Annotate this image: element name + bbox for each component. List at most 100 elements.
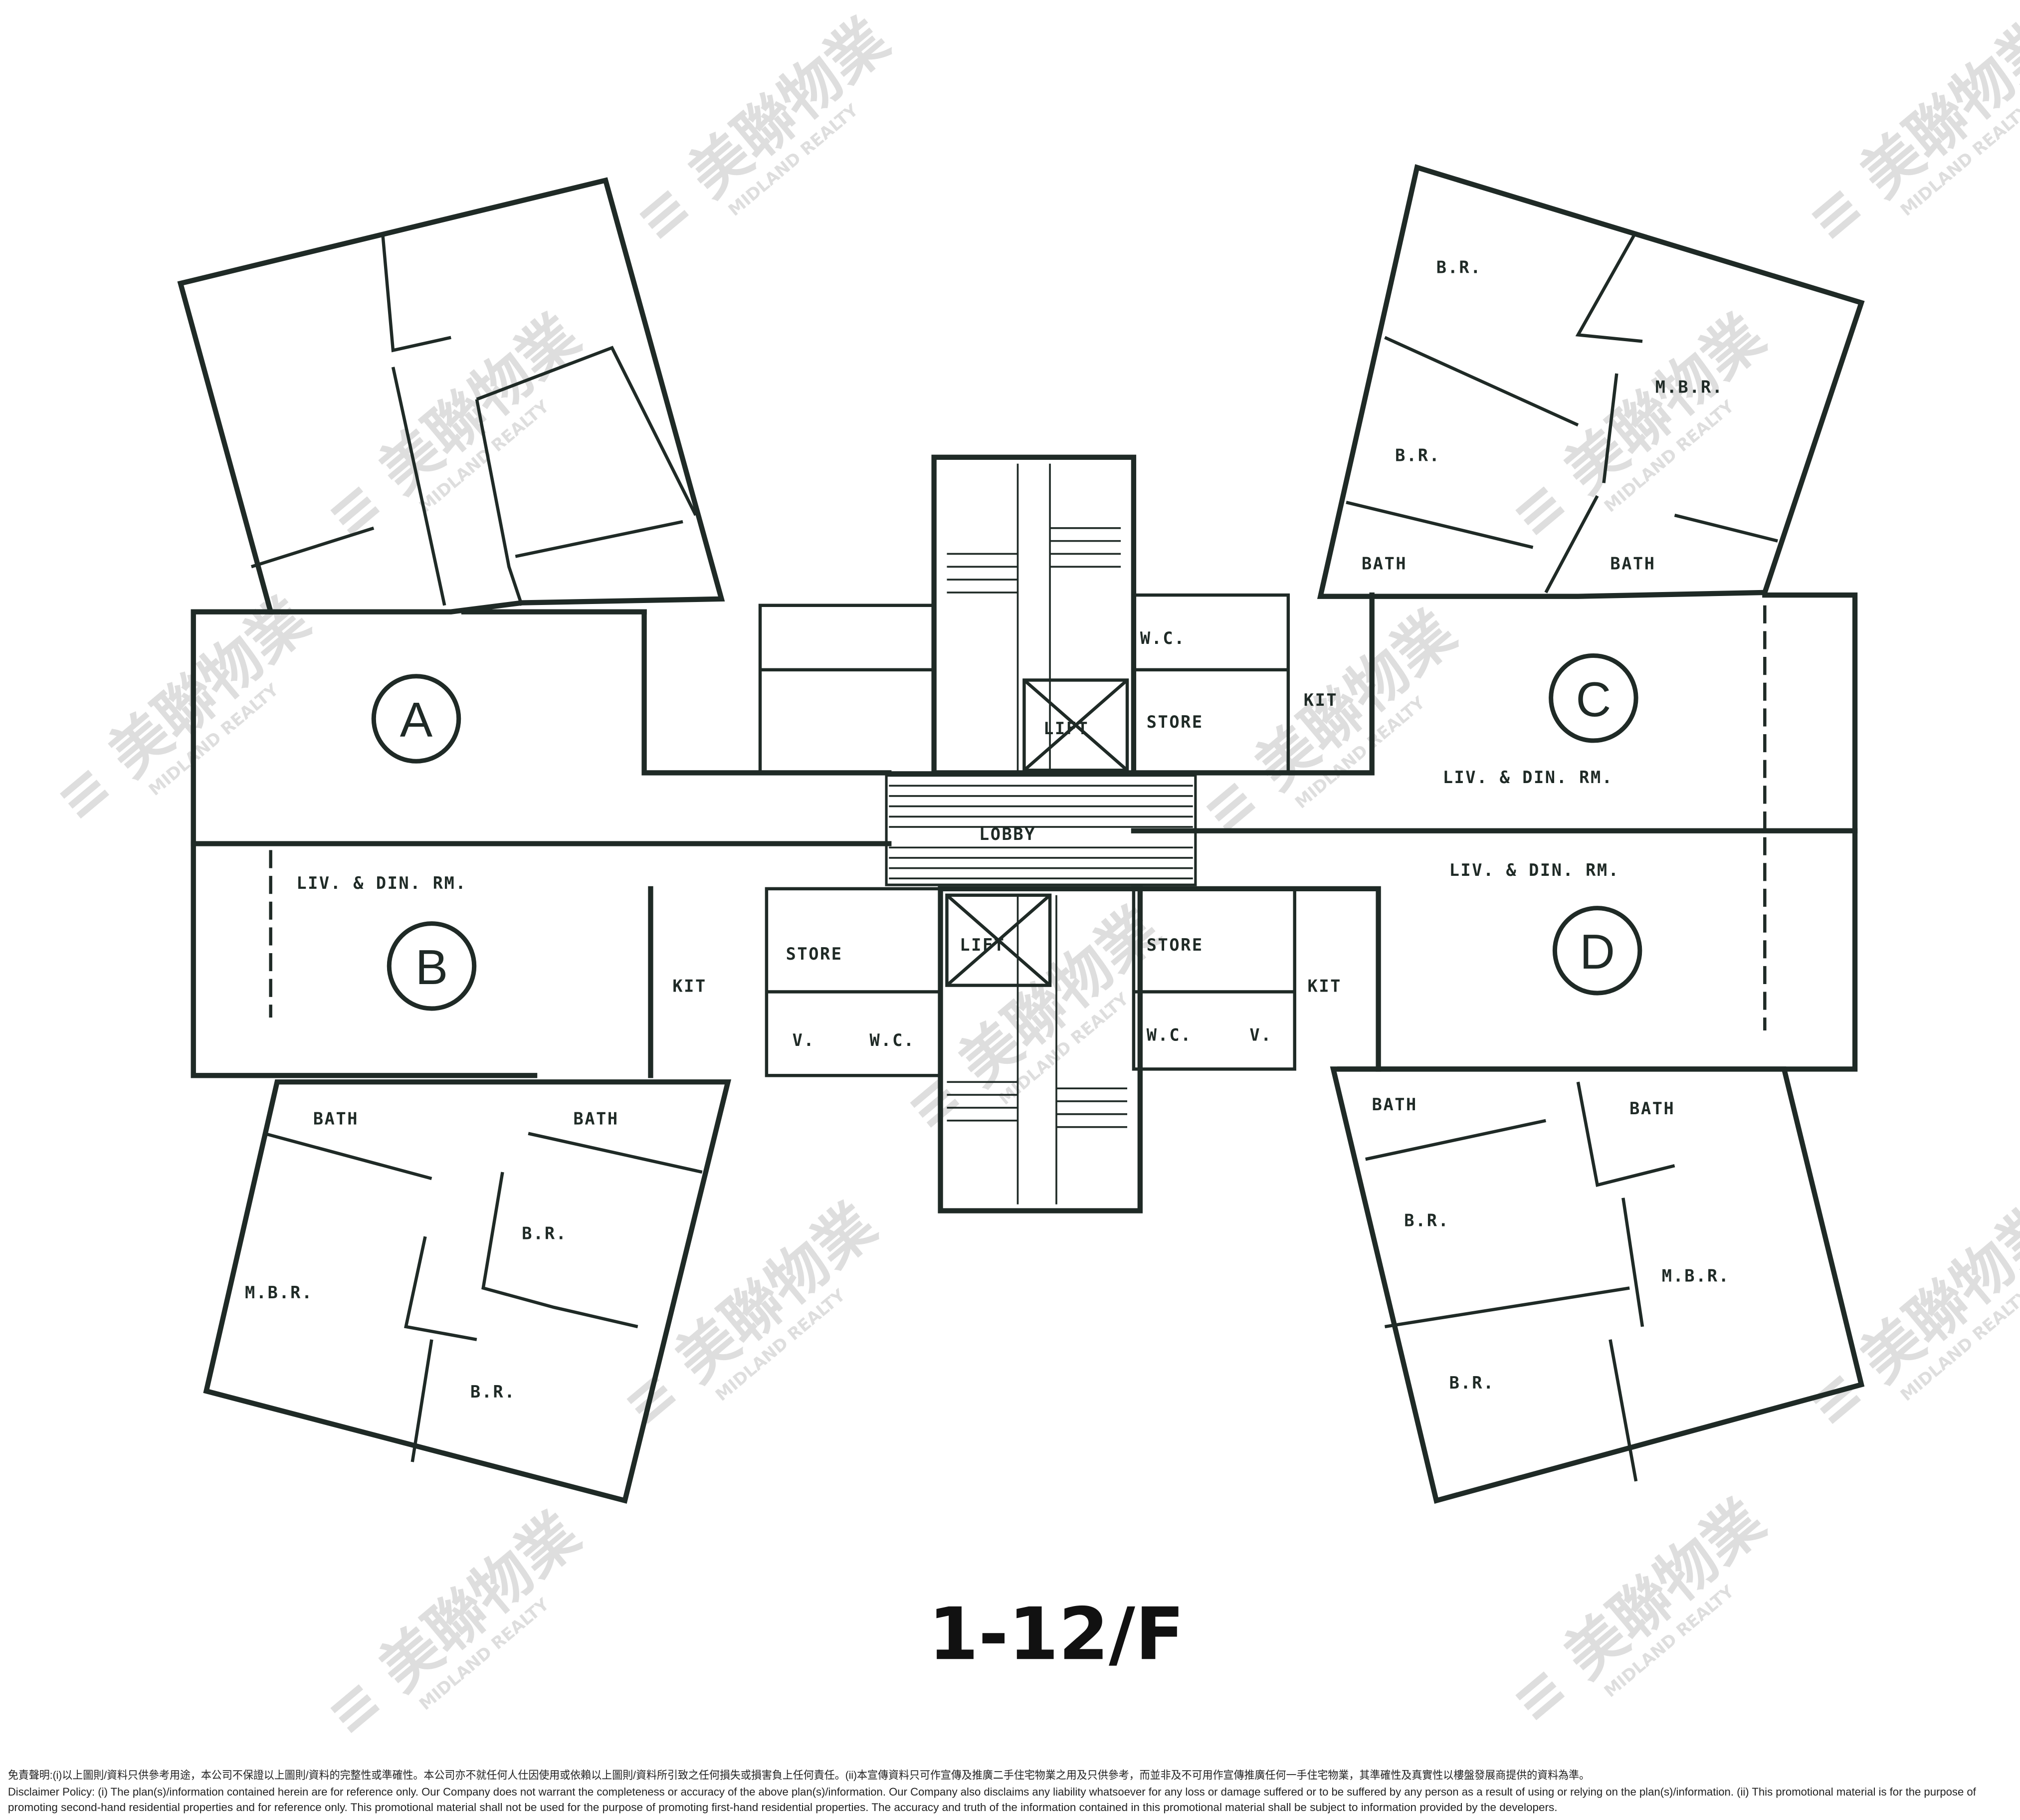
svg-text:B: B <box>415 940 448 995</box>
wall <box>1384 336 1579 427</box>
unit-marker-c: C <box>1549 653 1638 743</box>
wall <box>381 234 451 353</box>
room-label: STORE <box>1147 712 1204 732</box>
disclaimer-chinese: 免責聲明:(i)以上圖則/資料只供參考用途，本公司不保證以上圖則/資料的完整性或… <box>8 1769 1590 1781</box>
central-core <box>758 454 1296 1213</box>
room-label: BATH <box>1362 554 1407 573</box>
room <box>758 604 936 775</box>
room-label: B.R. <box>1395 446 1440 465</box>
wall <box>475 399 524 606</box>
wall <box>404 1236 477 1341</box>
svg-text:≡ 美聯物業: ≡ 美聯物業 <box>893 894 1173 1145</box>
svg-text:D: D <box>1580 924 1615 979</box>
lobby-hatching <box>889 785 1193 880</box>
wall <box>476 346 697 516</box>
room-label: LOBBY <box>979 824 1036 844</box>
room-labels: LIV. & DIN. RM. LIV. & DIN. RM. LIV. & D… <box>245 257 1730 1402</box>
wall <box>481 1172 638 1329</box>
room-label: W.C. <box>870 1030 915 1050</box>
unit-marker-b: B <box>387 921 477 1011</box>
svg-text:≡ 美聯物業: ≡ 美聯物業 <box>313 302 593 552</box>
wall <box>250 526 375 569</box>
wall <box>263 1132 432 1181</box>
unit-d-wing <box>1330 1066 1865 1504</box>
wall <box>1365 1119 1546 1161</box>
svg-text:A: A <box>400 692 433 747</box>
wing-outline <box>203 1079 732 1504</box>
room-label: STORE <box>786 944 843 964</box>
room-label: V. <box>1249 1025 1272 1045</box>
room-label: W.C. <box>1147 1025 1192 1045</box>
stair-treads <box>947 463 1128 1205</box>
unit-b-wing <box>203 1079 732 1504</box>
room-label: LIFT <box>1043 719 1089 738</box>
room-label: B.R. <box>470 1382 516 1402</box>
room-label: B.R. <box>522 1223 567 1243</box>
lift-shaft-bottom <box>945 893 1052 987</box>
room-label: BATH <box>574 1109 619 1128</box>
svg-text:≡ 美聯物業: ≡ 美聯物業 <box>1189 598 1469 848</box>
lift-shaft-top <box>1022 678 1129 772</box>
wall <box>410 1339 433 1462</box>
unit-marker-a: A <box>371 674 461 764</box>
room <box>765 887 942 1077</box>
room-label: LIV. & DIN. RM. <box>1443 768 1614 787</box>
wall <box>1346 501 1534 549</box>
room-label: LIV. & DIN. RM. <box>1449 860 1620 880</box>
wing-outline <box>1317 164 1865 599</box>
wall <box>515 520 683 558</box>
svg-text:C: C <box>1576 672 1611 727</box>
room-label: V. <box>793 1030 815 1050</box>
room-label: KIT <box>672 976 706 996</box>
room-label: BATH <box>1372 1095 1417 1114</box>
wall <box>1609 1339 1638 1482</box>
wall <box>1602 373 1618 483</box>
stair-tower-top <box>931 454 1137 776</box>
room-label: M.B.R. <box>1655 378 1724 397</box>
svg-text:≡ 美聯物業: ≡ 美聯物業 <box>622 5 902 256</box>
disclaimer-english-2: promoting second-hand residential proper… <box>8 1801 1558 1814</box>
room-label: B.R. <box>1404 1211 1449 1230</box>
room-label: LIFT <box>960 935 1005 955</box>
wall <box>1544 495 1599 594</box>
room-label: KIT <box>1304 690 1338 710</box>
room <box>1132 887 1296 1071</box>
wall <box>1575 231 1643 343</box>
wall <box>1576 1081 1675 1187</box>
svg-text:≡ 美聯物業: ≡ 美聯物業 <box>1498 1487 1778 1737</box>
svg-text:≡ 美聯物業: ≡ 美聯物業 <box>313 1500 593 1750</box>
disclaimer-english-1: Disclaimer Policy: (i) The plan(s)/infor… <box>8 1786 1977 1798</box>
room-label: BATH <box>1629 1099 1675 1118</box>
room-label: STORE <box>1147 935 1204 955</box>
room-label: KIT <box>1308 976 1342 996</box>
wall <box>1674 513 1778 543</box>
unit-c-wing <box>1317 164 1865 599</box>
unit-a-wing <box>177 177 725 614</box>
room-label: B.R. <box>1436 257 1482 277</box>
room <box>1132 593 1290 775</box>
lift-cross <box>1023 679 1129 772</box>
wing-outline <box>1330 1066 1865 1504</box>
wall <box>1621 1198 1644 1327</box>
disclaimer: 免責聲明:(i)以上圖則/資料只供參考用途，本公司不保證以上圖則/資料的完整性或… <box>8 1769 1977 1814</box>
wall <box>641 609 892 776</box>
room-label: BATH <box>313 1109 359 1128</box>
room-label: M.B.R. <box>1662 1266 1730 1286</box>
room-label: M.B.R. <box>245 1283 313 1302</box>
wall <box>391 367 446 606</box>
lobby <box>885 774 1197 886</box>
unit-a-b-block <box>191 609 892 1078</box>
room-label: BATH <box>1610 554 1655 573</box>
room-label: LIV. & DIN. RM. <box>296 873 467 893</box>
